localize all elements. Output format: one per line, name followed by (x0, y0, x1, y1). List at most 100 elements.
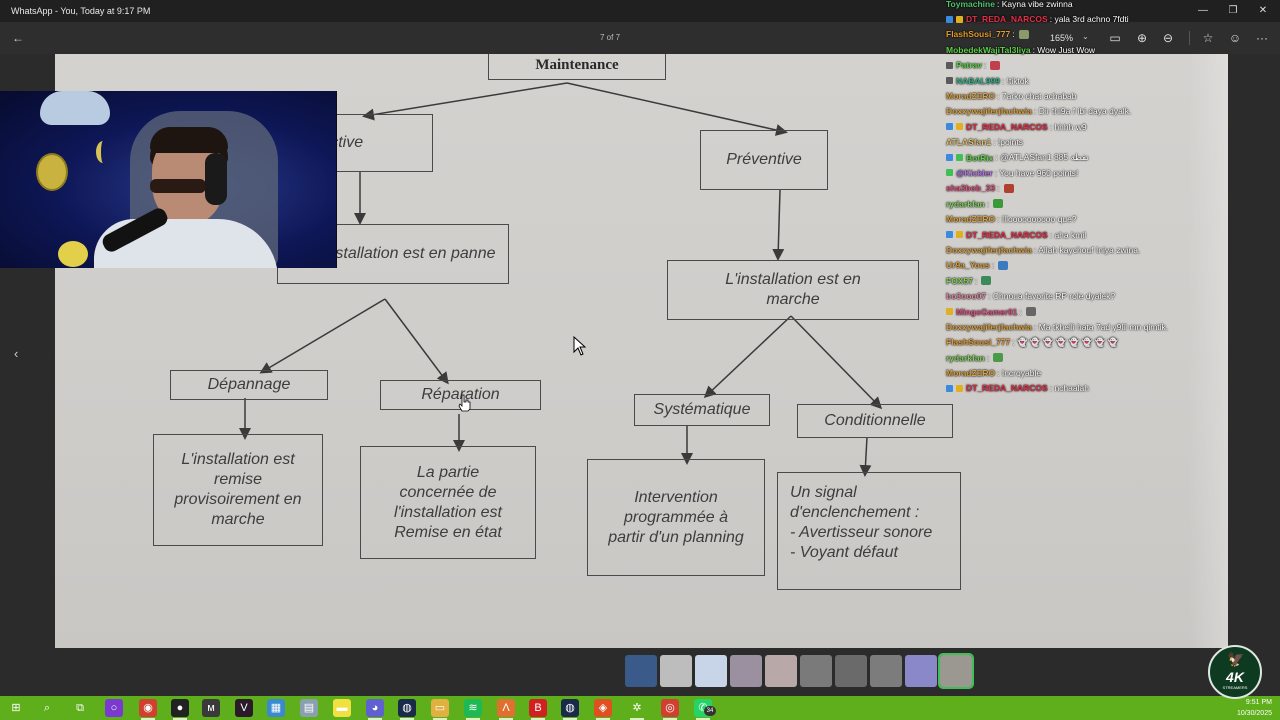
chat-message-text: : @ATLASfan1 885 نقطة (995, 152, 1089, 163)
taskbar-file-explorer-icon[interactable]: ▭ (431, 699, 449, 720)
chat-badge-icon (946, 77, 953, 85)
thumbnail-doc-page-4[interactable] (905, 655, 937, 687)
thumbnail-doc-page-2[interactable] (835, 655, 867, 687)
thumbnail-doc-page-1[interactable] (800, 655, 832, 687)
thumbnail-cable-photo[interactable] (660, 655, 692, 687)
taskbar-app-blue-icon[interactable]: ▦ (267, 699, 285, 717)
taskbar-chrome-icon[interactable]: ◎ (661, 699, 679, 720)
close-button[interactable]: ✕ (1258, 5, 1268, 16)
taskbar-app-red-icon[interactable]: B (529, 699, 547, 720)
chat-message: Doxxywajiferjfachwia: Ma tkhelli hata 7a… (946, 319, 1236, 334)
taskbar-steam-icon[interactable]: ◍ (398, 699, 416, 720)
chat-username[interactable]: DT_REDA_NARCOS (966, 14, 1048, 25)
taskbar-brave-icon[interactable]: ◈ (594, 699, 612, 720)
thumbnail-diagram-page[interactable] (695, 655, 727, 687)
chat-username[interactable]: Ur9a_Yous (946, 260, 990, 271)
chat-username[interactable]: FlashSousi_777 (946, 337, 1011, 348)
chat-username[interactable]: rydarkfan (946, 352, 985, 363)
taskbar-discord-like-icon[interactable]: ◕ (366, 699, 384, 720)
taskbar-cortana-icon[interactable]: ○ (105, 699, 123, 717)
taskbar-start-icon[interactable]: ⊞ (11, 702, 21, 714)
thumbnail-notes-page[interactable] (765, 655, 797, 687)
zoom-out-icon[interactable]: ⊖ (1162, 31, 1174, 45)
chat-message: MingoGamer01: (946, 304, 1236, 319)
thumbnail-doc-page-3[interactable] (870, 655, 902, 687)
minimize-button[interactable]: — (1198, 5, 1208, 16)
chat-message: rydarkfan: (946, 350, 1236, 365)
chat-username[interactable]: Doxxywajiferjfachwia (946, 106, 1032, 117)
chat-username[interactable]: MoradZERO (946, 91, 996, 102)
chat-username[interactable]: Doxxywajiferjfachwia (946, 321, 1032, 332)
chat-message: MoradZERO: Illoooooooooo que? (946, 211, 1236, 226)
chat-username[interactable]: DT_REDA_NARCOS (966, 383, 1048, 394)
taskbar-app-orange-icon[interactable]: Λ (497, 699, 515, 720)
chat-message-text: : (986, 198, 990, 209)
system-clock[interactable]: 9:51 PM 10/30/2025 (1237, 697, 1272, 719)
node-maintenance: Maintenance (488, 54, 666, 80)
clock-time: 9:51 PM (1245, 699, 1272, 706)
more-options-icon[interactable]: ··· (1256, 31, 1268, 45)
taskbar-task-view-icon[interactable]: ⧉ (76, 702, 84, 714)
chat-username[interactable]: sha3bob_33 (946, 183, 996, 194)
chat-username[interactable]: FOX57 (946, 275, 973, 286)
chat-username[interactable]: Doxxywajiferjfachwia (946, 244, 1032, 255)
chat-message-text: : (997, 183, 1000, 194)
chat-badge-icon (946, 15, 953, 23)
chat-badge-icon (956, 123, 963, 131)
lemon-decoration (58, 241, 88, 267)
restore-button[interactable]: ❐ (1228, 5, 1238, 16)
chat-username[interactable]: Patrav (956, 60, 982, 71)
taskbar-valorant-icon[interactable]: V (235, 699, 253, 717)
chat-username[interactable]: MobedekWajiTal3liya (946, 44, 1031, 55)
back-arrow-icon[interactable]: ← (12, 31, 24, 45)
chat-message: FlashSousi_777: 👻 👻 👻 👻 👻 👻 👻 👻 (946, 335, 1236, 350)
chat-username[interactable]: FlashSousi_777 (946, 29, 1011, 40)
zoom-level[interactable]: 165% (1050, 33, 1074, 43)
chat-username[interactable]: BotRix (966, 152, 994, 163)
taskbar-obs-icon[interactable]: ● (171, 699, 189, 720)
taskbar-search-icon[interactable]: ⌕ (43, 702, 51, 714)
chat-message: MoradZERO: 7arko chat achabab (946, 88, 1236, 103)
node-preventive-state: L'installation est en marche (667, 260, 919, 320)
thumbnail-notebook-page[interactable] (730, 655, 762, 687)
page-edge-shadow (1188, 54, 1228, 648)
chat-badge-icon (956, 154, 963, 162)
fit-to-screen-icon[interactable]: ▭ (1109, 31, 1121, 45)
zoom-in-icon[interactable]: ⊕ (1136, 31, 1148, 45)
chat-message: rydarkfan: (946, 196, 1236, 211)
chat-username[interactable]: @Kickler (956, 167, 993, 178)
thumbnail-photo-person[interactable] (625, 655, 657, 687)
chat-username[interactable]: MoradZERO (946, 214, 996, 225)
chevron-down-icon[interactable]: ⌄ (1082, 32, 1089, 41)
chat-message: DT_REDA_NARCOS: yala 3rd achno 7fdti (946, 11, 1236, 26)
emoji-icon[interactable]: ☺ (1228, 31, 1242, 45)
chat-username[interactable]: NABAL999 (956, 75, 1000, 86)
conditionnelle-line-1: Un signal d'enclenchement : (790, 484, 920, 521)
chat-username[interactable]: DT_REDA_NARCOS (966, 121, 1048, 132)
taskbar-sticky-notes-icon[interactable]: ▬ (333, 699, 351, 717)
chat-username[interactable]: Toymachine (946, 0, 995, 9)
taskbar-chrome-profile-icon[interactable]: ◉ (139, 699, 157, 720)
chat-message: Ur9a_Yous: (946, 258, 1236, 273)
taskbar-spotify-icon[interactable]: ≋ (464, 699, 482, 720)
taskbar-app-monitor-icon[interactable]: ▤ (300, 699, 318, 717)
mouse-cursor-icon (573, 336, 587, 356)
taskbar-steelseries-icon[interactable]: ✲ (628, 699, 646, 720)
chat-username[interactable]: rydarkfan (946, 198, 985, 209)
star-icon[interactable]: ☆ (1202, 31, 1214, 45)
thumbnail-doc-page-current[interactable] (938, 653, 974, 689)
chat-message: DT_REDA_NARCOS: nchaalah (946, 381, 1236, 396)
chat-username[interactable]: DT_REDA_NARCOS (966, 229, 1048, 240)
taskbar-steam-2-icon[interactable]: ◍ (561, 699, 579, 720)
previous-image-icon[interactable]: ‹ (14, 346, 19, 361)
chat-username[interactable]: ATLASfan1 (946, 137, 992, 148)
edge-root-preventive (566, 82, 788, 136)
chat-username[interactable]: MingoGamer01 (956, 306, 1018, 317)
chat-username[interactable]: bo3ooo07 (946, 291, 987, 302)
chat-badge-icon (946, 123, 953, 131)
taskbar-app-mask-icon[interactable]: ᴍ (202, 699, 220, 717)
chat-message-text: : Kayna vibe zwinna (996, 0, 1073, 9)
chat-message: BotRix: @ATLASfan1 885 نقطة (946, 150, 1236, 165)
chat-message: FlashSousi_777: (946, 27, 1236, 42)
chat-username[interactable]: MoradZERO (946, 368, 996, 379)
